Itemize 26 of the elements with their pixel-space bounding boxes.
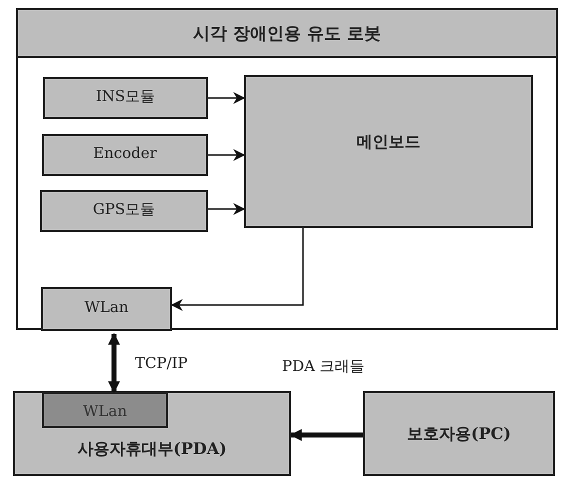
- robot-box: [16, 8, 558, 330]
- arrow: [208, 149, 246, 161]
- box-label: Encoder: [92, 144, 158, 162]
- module-box: [42, 134, 208, 176]
- edge-label: TCP/IP: [135, 354, 188, 372]
- box-label: WLan: [84, 298, 130, 316]
- arrow: [290, 429, 363, 441]
- arrow: [170, 228, 304, 311]
- module-box: [40, 190, 208, 232]
- module-box: [42, 392, 168, 428]
- note-label: PDA 크래들: [282, 357, 365, 376]
- box-label: INS모듈: [94, 87, 156, 106]
- box-label: WLan: [82, 402, 128, 420]
- box-label: 보호자용(PC): [406, 424, 512, 445]
- box-label: GPS모듈: [92, 200, 156, 219]
- arrow: [208, 203, 246, 215]
- device-box: [13, 391, 291, 476]
- arrow: [108, 332, 120, 394]
- arrow: [208, 92, 246, 104]
- box-label: 메인보드: [356, 132, 422, 153]
- module-box: [41, 287, 172, 331]
- device-box: [363, 391, 555, 476]
- box-label: 사용자휴대부(PDA): [76, 439, 228, 460]
- board-box: [244, 75, 533, 228]
- module-box: [43, 77, 208, 119]
- title-text: 시각 장애인용 유도 로봇: [192, 23, 382, 45]
